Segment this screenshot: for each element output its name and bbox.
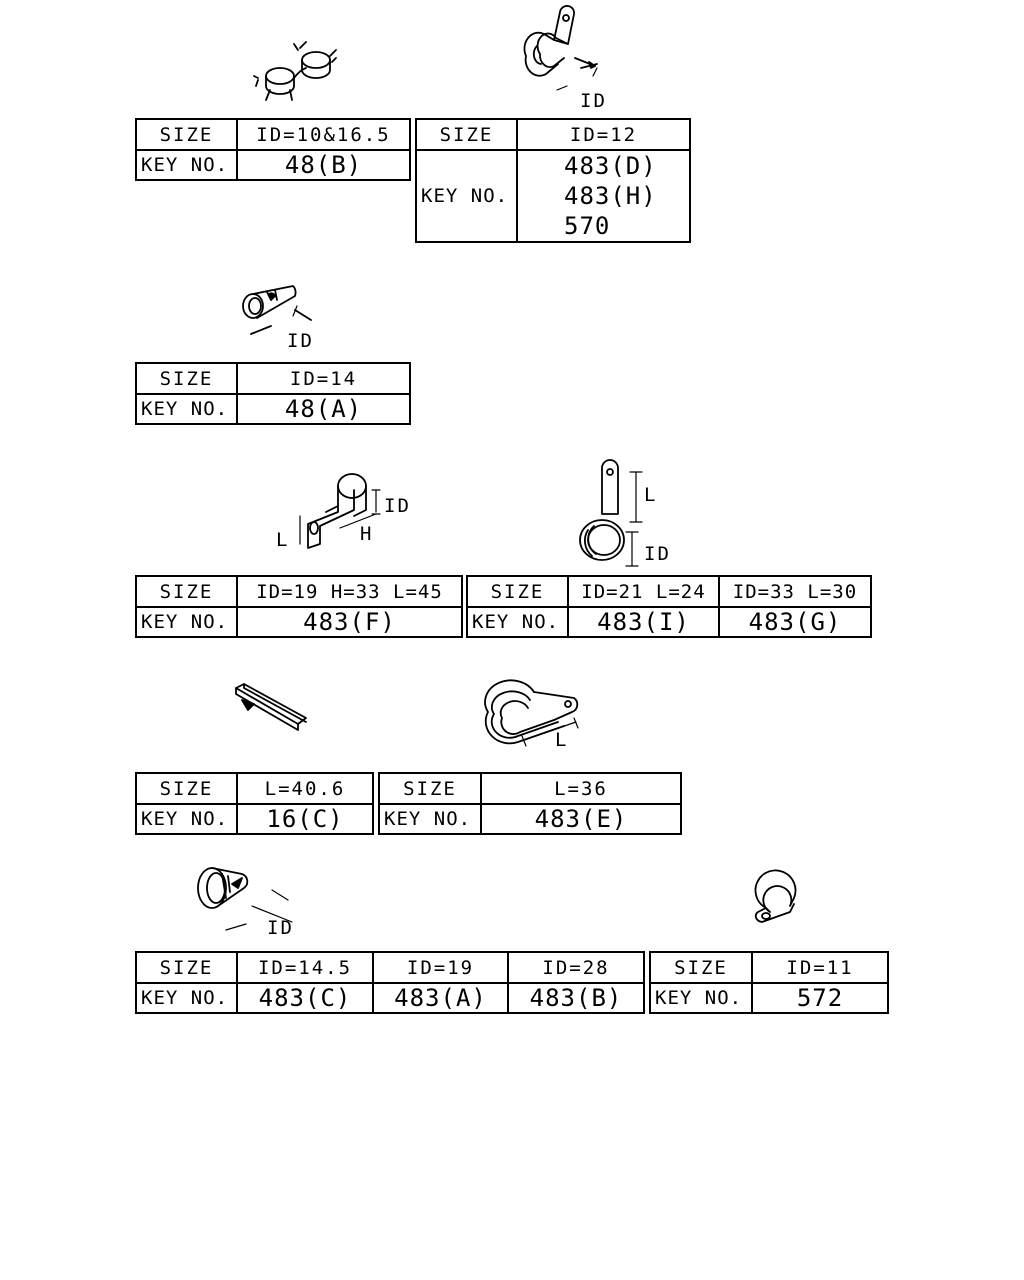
- key-no-header: KEY NO.: [466, 606, 569, 638]
- size-value: L=36: [480, 772, 682, 805]
- size-header: SIZE: [378, 772, 482, 805]
- size-header: SIZE: [135, 575, 238, 608]
- size-value: ID=11: [751, 951, 889, 984]
- key-no-header: KEY NO.: [378, 803, 482, 835]
- dim-label-l: L: [555, 729, 569, 751]
- double-loop-clamp-illustration: [484, 679, 579, 747]
- offset-clamp-illustration: [299, 473, 381, 549]
- twin-clip-illustration: [253, 41, 337, 101]
- size-header: SIZE: [135, 772, 238, 805]
- key-no-value: 483(A): [372, 982, 509, 1014]
- hose-clip-illustration: [242, 285, 312, 335]
- key-no-header: KEY NO.: [135, 982, 238, 1014]
- size-value: ID=19: [372, 951, 509, 984]
- dim-label-id: ID: [384, 495, 411, 517]
- size-value: ID=19 H=33 L=45: [236, 575, 463, 608]
- key-no-value: 483(B): [507, 982, 645, 1014]
- size-value: ID=33 L=30: [718, 575, 872, 608]
- parts-table-2: SIZE ID=12 KEY NO. 483(D) 483(H) 570: [415, 118, 691, 243]
- parts-table-6: SIZE L=40.6 KEY NO. 16(C): [135, 772, 374, 835]
- size-header: SIZE: [135, 362, 238, 395]
- size-value: L=40.6: [236, 772, 374, 805]
- key-no-value: 483(G): [718, 606, 872, 638]
- size-value: ID=14.5: [236, 951, 374, 984]
- small-p-clamp-illustration: [754, 869, 797, 923]
- key-no-header: KEY NO.: [135, 393, 238, 425]
- parts-table-5: SIZE ID=21 L=24 ID=33 L=30 KEY NO. 483(I…: [466, 575, 872, 638]
- size-value: ID=12: [516, 118, 691, 151]
- key-no-value: 483(C): [236, 982, 374, 1014]
- dim-label-h: H: [360, 523, 374, 545]
- dim-label-id: ID: [644, 543, 671, 565]
- dim-label-id: ID: [267, 917, 294, 939]
- parts-table-1: SIZE ID=10&16.5 KEY NO. 48(B): [135, 118, 411, 181]
- size-value: ID=10&16.5: [236, 118, 411, 151]
- tab-clamp-illustration: [579, 459, 643, 567]
- key-no-value: 570: [564, 212, 611, 240]
- parts-table-3: SIZE ID=14 KEY NO. 48(A): [135, 362, 411, 425]
- size-value: ID=14: [236, 362, 411, 395]
- key-no-value: 483(F): [236, 606, 463, 638]
- key-no-value: 48(B): [236, 149, 411, 181]
- key-no-value: 48(A): [236, 393, 411, 425]
- parts-table-8: SIZE ID=14.5 ID=19 ID=28 KEY NO. 483(C) …: [135, 951, 645, 1014]
- dim-label-l: L: [644, 484, 658, 506]
- key-no-value: 483(E): [480, 803, 682, 835]
- key-no-values: 483(D) 483(H) 570: [516, 149, 691, 243]
- key-no-header: KEY NO.: [649, 982, 753, 1014]
- key-no-header: KEY NO.: [135, 606, 238, 638]
- key-no-header: KEY NO.: [135, 149, 238, 181]
- size-value: ID=28: [507, 951, 645, 984]
- key-no-value: 483(H): [564, 182, 657, 210]
- size-header: SIZE: [135, 951, 238, 984]
- key-no-header: KEY NO.: [415, 149, 518, 243]
- size-header: SIZE: [466, 575, 569, 608]
- parts-table-7: SIZE L=36 KEY NO. 483(E): [378, 772, 682, 835]
- size-header: SIZE: [649, 951, 753, 984]
- key-no-header: KEY NO.: [135, 803, 238, 835]
- key-no-value: 16(C): [236, 803, 374, 835]
- cushion-clamp-illustration: [197, 867, 293, 931]
- key-no-value: 483(I): [567, 606, 720, 638]
- dim-label-id: ID: [580, 90, 607, 112]
- size-header: SIZE: [415, 118, 518, 151]
- dim-label-id: ID: [287, 330, 314, 352]
- parts-table-4: SIZE ID=19 H=33 L=45 KEY NO. 483(F): [135, 575, 463, 638]
- key-no-value: 572: [751, 982, 889, 1014]
- strap-clip-illustration: [235, 683, 307, 731]
- p-clamp-tab-illustration: [523, 5, 598, 91]
- size-value: ID=21 L=24: [567, 575, 720, 608]
- size-header: SIZE: [135, 118, 238, 151]
- dim-label-l: L: [276, 529, 290, 551]
- parts-table-9: SIZE ID=11 KEY NO. 572: [649, 951, 889, 1014]
- key-no-value: 483(D): [564, 152, 657, 180]
